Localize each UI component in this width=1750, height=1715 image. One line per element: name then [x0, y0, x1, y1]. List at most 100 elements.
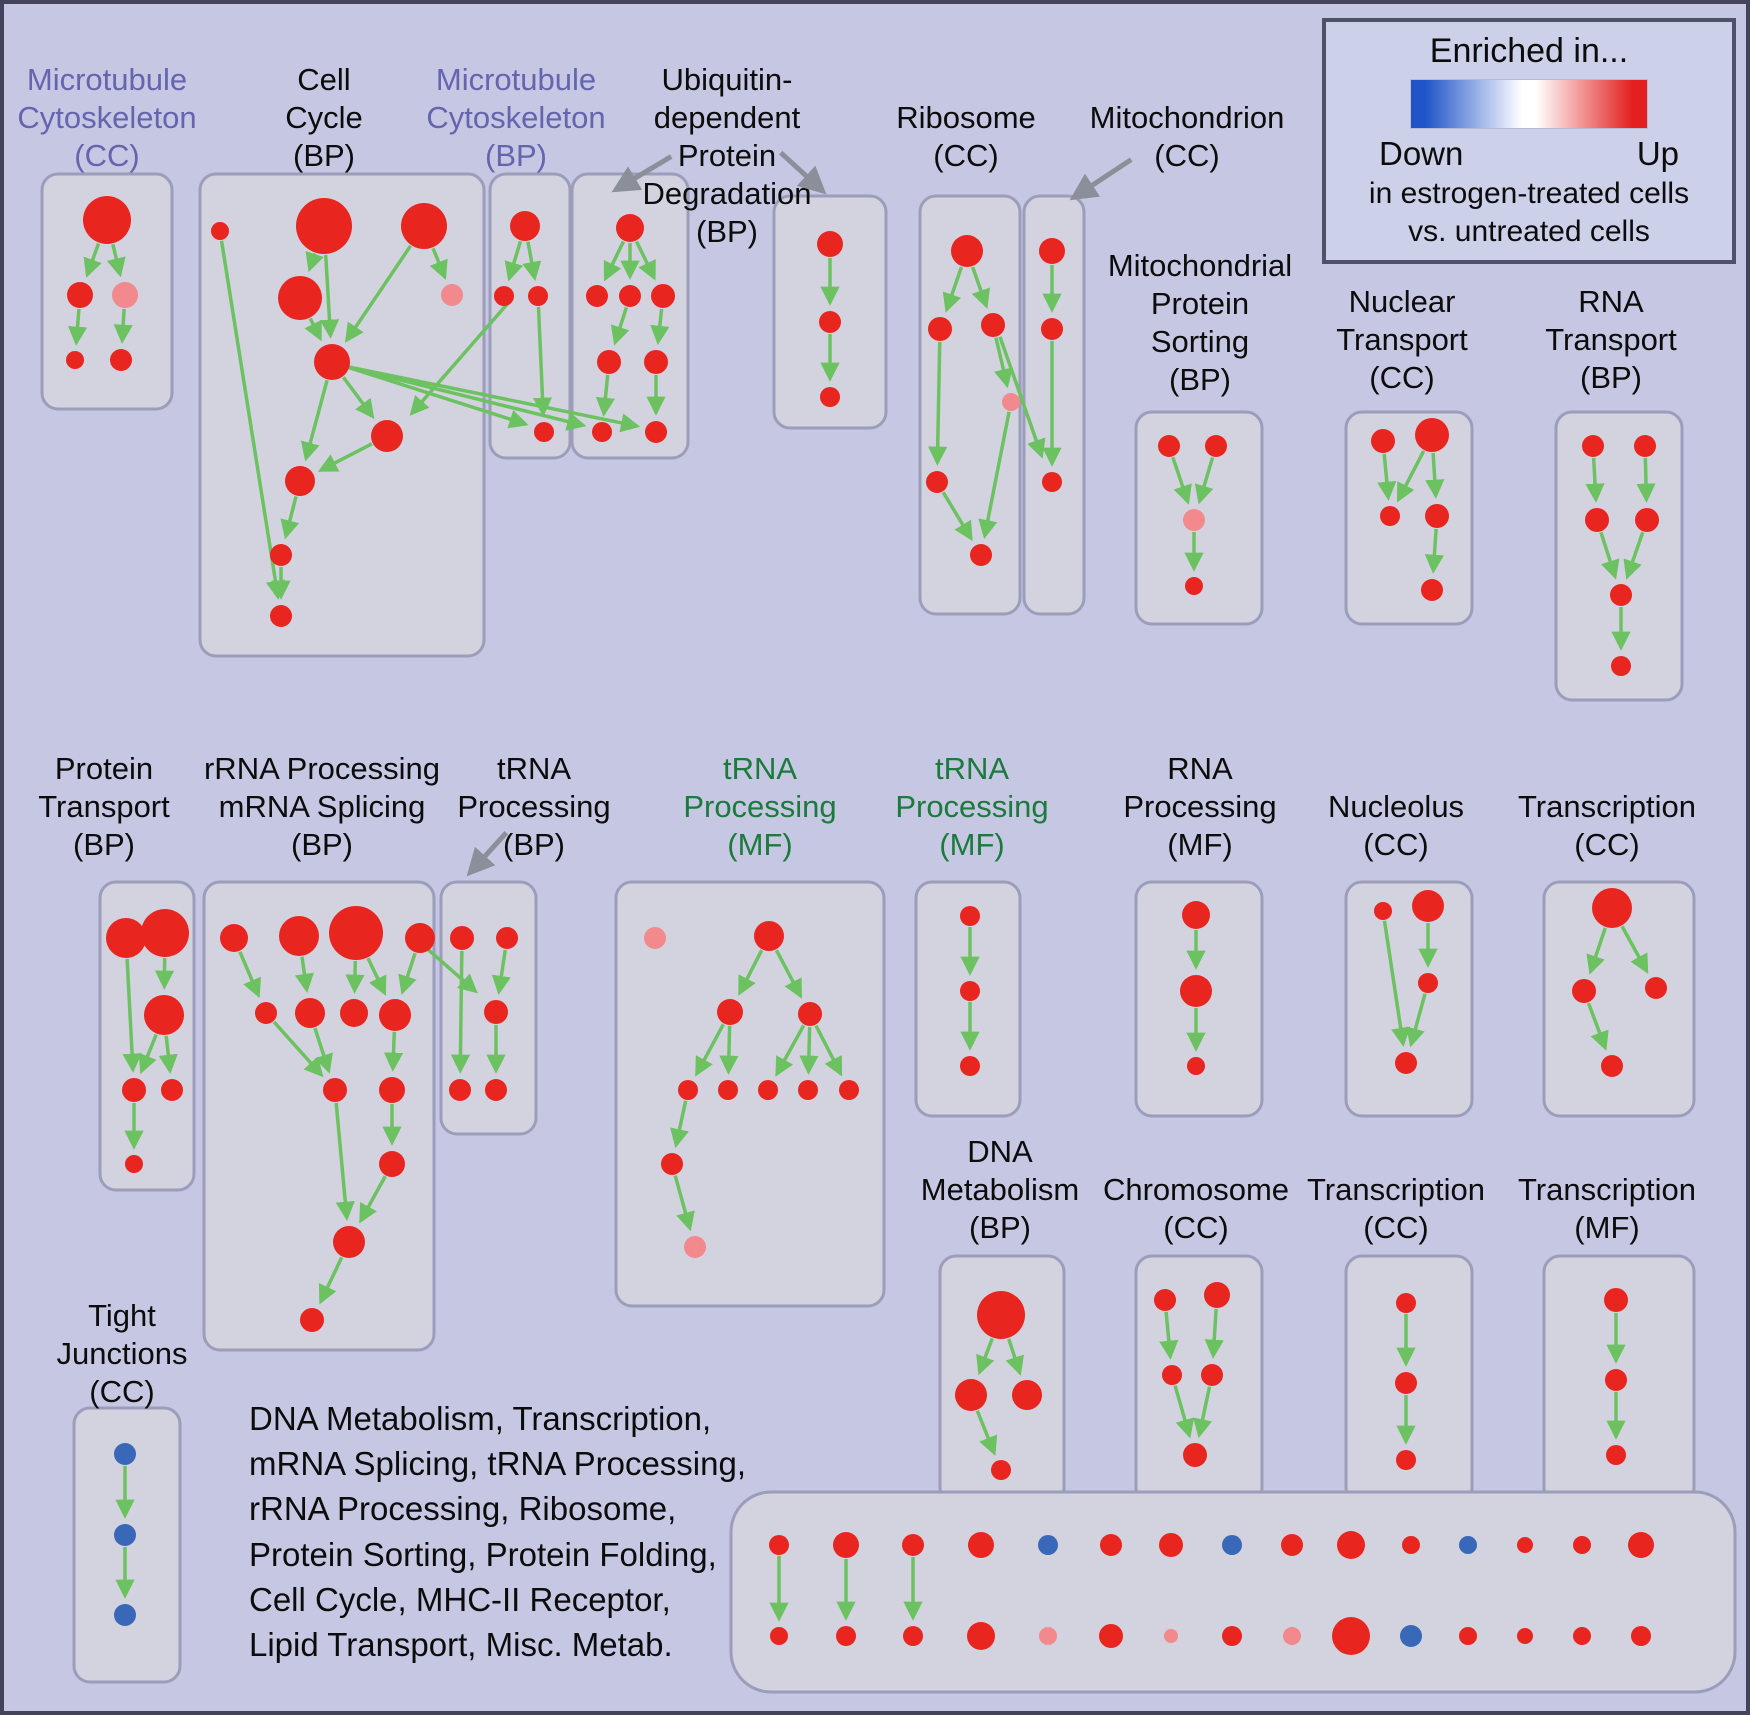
edge-arrow: [238, 951, 261, 999]
edge-arrow: [346, 365, 529, 429]
go-term-node-blue: [114, 1443, 136, 1465]
edge-arrow: [341, 376, 375, 420]
go-term-node-red: [718, 1080, 738, 1100]
edge-arrow: [313, 1027, 333, 1074]
go-term-node-red: [279, 916, 319, 956]
go-term-node-red: [1396, 1450, 1416, 1470]
edge-arrow: [970, 266, 991, 309]
go-term-node-red: [333, 1226, 365, 1258]
go-term-node-red: [967, 1622, 995, 1650]
go-term-node-red: [449, 1079, 471, 1101]
go-term-node-red: [651, 284, 675, 308]
edge-arrow: [1193, 1386, 1212, 1439]
go-term-node-red: [981, 313, 1005, 337]
legend-endpoint-labels: Down Up: [1379, 135, 1679, 173]
go-term-node-red: [903, 1626, 923, 1646]
edge-arrow: [305, 250, 324, 273]
go-term-node-red: [83, 196, 131, 244]
edge-arrow: [83, 242, 102, 278]
go-term-node-red: [586, 285, 608, 307]
go-term-node-red: [1180, 975, 1212, 1007]
go-term-node-red: [1585, 508, 1609, 532]
edge-arrow: [941, 491, 973, 542]
panel-chromosome-cc: [1134, 1254, 1264, 1506]
go-term-node-red: [1012, 1380, 1042, 1410]
edge-arrow: [219, 240, 285, 601]
edge-arrow: [345, 960, 365, 994]
go-term-node-red: [125, 1155, 143, 1173]
go-term-node-red: [1183, 1443, 1207, 1467]
go-term-node-red: [401, 203, 447, 249]
go-term-node-red: [1185, 577, 1203, 595]
edge-arrow: [1194, 457, 1215, 505]
edge-arrow: [1382, 920, 1411, 1048]
go-term-node-red: [1606, 1445, 1626, 1465]
edge-arrow: [450, 950, 471, 1074]
go-term-node-red: [270, 605, 292, 627]
edge-arrow: [425, 946, 478, 994]
go-term-node-red: [754, 921, 784, 951]
go-term-node-red: [534, 422, 554, 442]
go-term-node-red: [902, 1534, 924, 1556]
go-term-node-red: [1332, 1617, 1370, 1655]
edge-arrow: [994, 337, 1013, 389]
edge-arrow: [942, 266, 964, 313]
go-term-node-blue: [1222, 1535, 1242, 1555]
go-term-node-red: [1402, 1536, 1420, 1554]
go-term-node-red: [1459, 1627, 1477, 1645]
legend-subtitle-line1: in estrogen-treated cells: [1368, 177, 1690, 210]
edge-arrow: [738, 949, 764, 996]
go-term-node-red: [270, 544, 292, 566]
footnote-line: Cell Cycle, MHC-II Receptor,: [249, 1580, 671, 1618]
go-term-node-red: [1042, 472, 1062, 492]
label-ribosome-cc: Ribosome(CC): [896, 100, 1036, 173]
go-term-node-red: [1415, 418, 1449, 452]
go-term-node-red: [1631, 1626, 1651, 1646]
go-term-node-red: [1573, 1627, 1591, 1645]
edge-arrow: [1599, 531, 1620, 580]
go-term-node-red: [1395, 1372, 1417, 1394]
go-term-node-red: [1162, 1365, 1182, 1385]
panel-mixed-terms-cluster: [729, 1490, 1737, 1694]
go-term-node-red: [661, 1153, 683, 1175]
go-term-node-pink: [441, 284, 463, 306]
edge-arrow: [158, 1035, 178, 1074]
go-term-node-red: [122, 1078, 146, 1102]
go-term-node-red: [839, 1080, 859, 1100]
panel-nucleolus-cc: [1344, 880, 1474, 1118]
edge-arrow: [978, 411, 1011, 540]
go-term-node-red: [1425, 504, 1449, 528]
go-term-node-pink: [644, 927, 666, 949]
go-term-node-red: [1100, 1534, 1122, 1556]
go-term-node-red: [323, 1078, 347, 1102]
footnote-line: Lipid Transport, Misc. Metab.: [249, 1626, 673, 1664]
legend-subtitle-line2: vs. untreated cells: [1408, 215, 1650, 248]
go-term-node-red: [450, 926, 474, 950]
edge-arrow: [975, 1410, 998, 1456]
edge-arrow: [670, 1100, 689, 1149]
go-term-node-red: [484, 1000, 508, 1024]
go-term-node-red: [66, 351, 84, 369]
panel-protein-transport-bp: [98, 880, 196, 1192]
edge-arrow: [466, 831, 509, 877]
go-term-node-red: [798, 1002, 822, 1026]
go-term-node-red: [510, 211, 540, 241]
label-transcription-mf: Transcription(MF): [1518, 1172, 1696, 1245]
go-term-node-red: [144, 995, 184, 1035]
go-term-node-pink: [1283, 1627, 1301, 1645]
edge-arrow: [1406, 993, 1427, 1048]
go-term-node-red: [644, 350, 668, 374]
edge-arrow: [272, 1020, 324, 1078]
edge-arrow: [1586, 927, 1607, 975]
go-term-node-blue: [1400, 1625, 1422, 1647]
edge-arrow: [1586, 1002, 1609, 1051]
go-term-node-red: [1605, 1369, 1627, 1391]
go-term-node-red: [970, 544, 992, 566]
edge-arrow: [359, 1175, 387, 1224]
go-term-node-red: [1421, 579, 1443, 601]
panel-cell-cycle-bp: [198, 172, 486, 658]
